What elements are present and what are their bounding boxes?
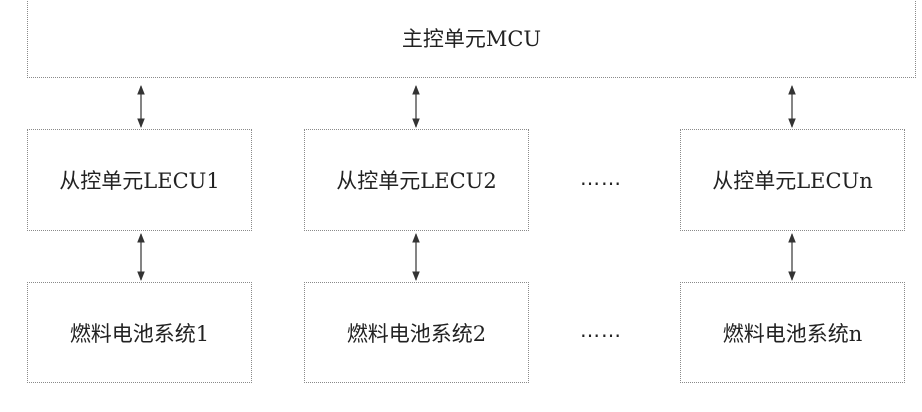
connector-layer (0, 0, 922, 412)
